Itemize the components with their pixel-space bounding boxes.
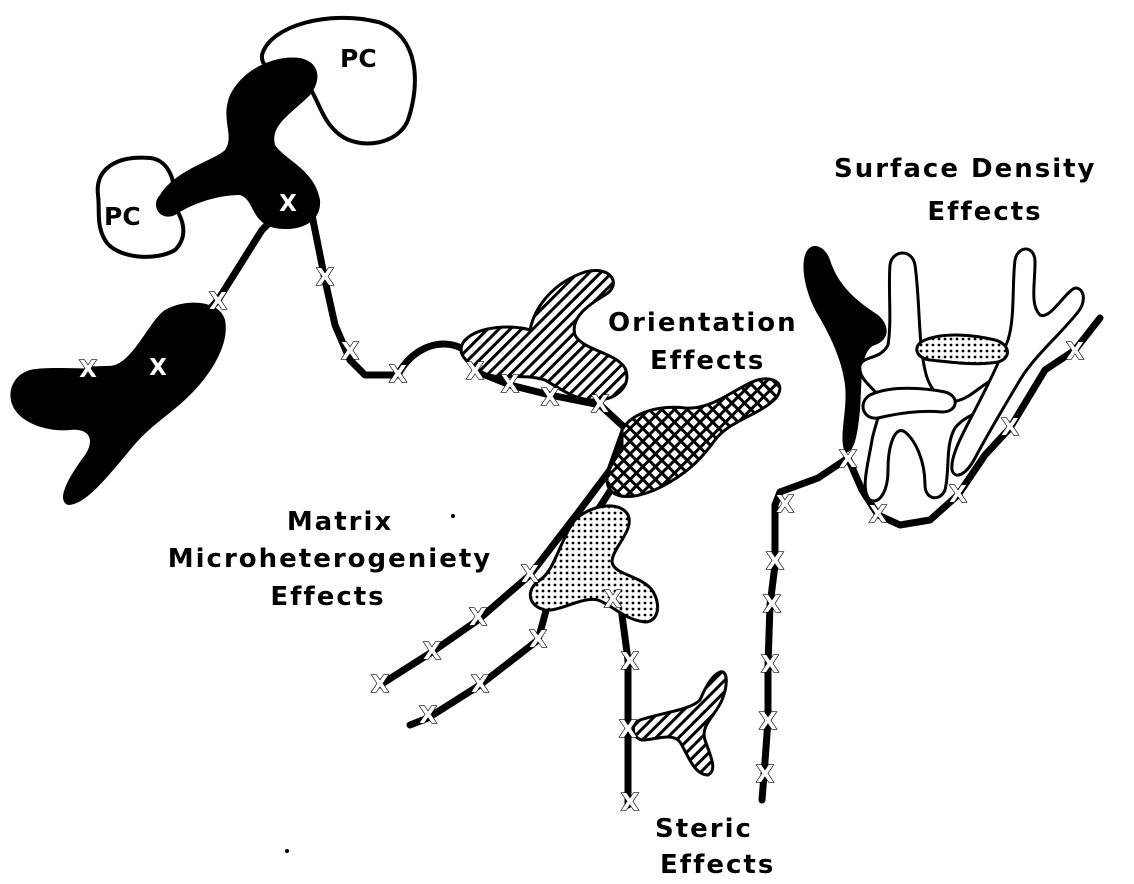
x-marker: X (1066, 339, 1084, 365)
chain-e (762, 458, 848, 800)
dotted-molecule-matrix (530, 506, 657, 622)
x-marker: X (316, 265, 334, 291)
pc-label-top: PC (340, 42, 377, 76)
x-marker: X (776, 492, 794, 518)
x-marker: X (521, 562, 539, 588)
density-dotted-molecule (917, 335, 1008, 364)
x-marker: X (371, 672, 389, 698)
x-marker: X (466, 359, 484, 385)
speck (451, 514, 455, 518)
x-marker: X (541, 385, 559, 411)
x-marker: X (761, 652, 779, 678)
x-marker: X (209, 289, 227, 315)
x-marker: X (839, 447, 857, 473)
matrix-label-line3: Effects (258, 580, 398, 614)
speck (285, 849, 289, 853)
steric-label-line1: Steric (655, 812, 775, 846)
x-marker: X (759, 709, 777, 735)
x-marker: X (471, 672, 489, 698)
x-marker: X (389, 362, 407, 388)
x-marker: X (423, 639, 441, 665)
surface-density-label-line1: Surface Density (834, 152, 1124, 186)
steric-label-line2: Effects (660, 848, 790, 882)
x-marker: X (949, 482, 967, 508)
x-marker: X (1001, 415, 1019, 441)
x-marker: X (591, 392, 609, 418)
x-marker: X (419, 703, 437, 729)
density-dark-molecule (803, 246, 886, 452)
x-marker: X (501, 372, 519, 398)
x-marker: X (619, 717, 637, 743)
density-white-molecule-1 (860, 253, 1007, 501)
x-marker: X (279, 191, 297, 217)
x-marker: X (766, 549, 784, 575)
x-marker: X (604, 587, 622, 613)
striped-molecule-steric (633, 672, 726, 775)
chain-d (605, 590, 628, 805)
x-marker: X (79, 357, 97, 383)
orientation-label-line1: Orientation (608, 306, 818, 340)
x-marker: X (149, 355, 167, 381)
matrix-label-line2: Microheterogeniety (150, 542, 510, 576)
x-marker: X (469, 605, 487, 631)
x-marker: X (529, 627, 547, 653)
x-marker: X (621, 649, 639, 675)
x-marker: X (621, 790, 639, 816)
x-marker: X (869, 502, 887, 528)
surface-density-label-line2: Effects (920, 195, 1050, 229)
striped-molecule-orientation (461, 271, 627, 401)
x-marker: X (756, 762, 774, 788)
x-marker: X (763, 592, 781, 618)
crosshatch-molecule (607, 379, 780, 497)
x-marker: X (341, 339, 359, 365)
pc-label-left: PC (104, 200, 141, 234)
orientation-label-line2: Effects (650, 344, 790, 378)
matrix-label-line1: Matrix (260, 505, 420, 539)
